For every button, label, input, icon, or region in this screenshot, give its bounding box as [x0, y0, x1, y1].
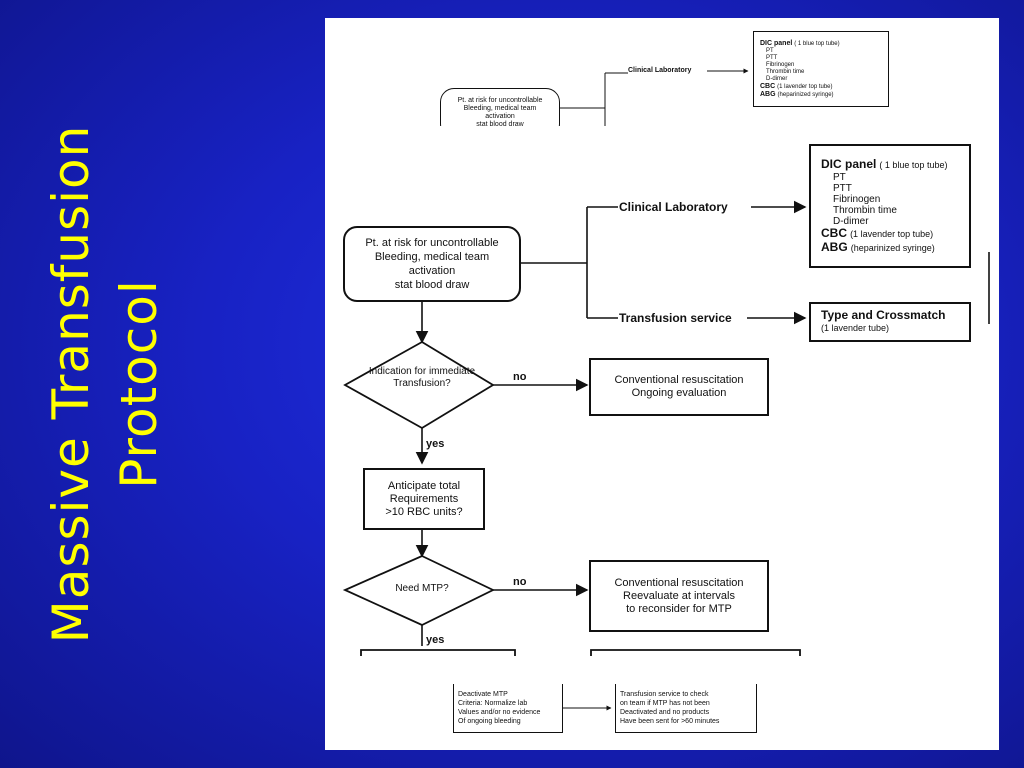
type-crossmatch-node: Type and Crossmatch (1 lavender tube) — [809, 302, 971, 342]
indication-no-label: no — [513, 371, 527, 383]
deactivate-line-4: Of ongoing bleeding — [458, 718, 521, 725]
transfusion-service-label: Transfusion service — [619, 311, 732, 325]
mini-start-line-2: Bleeding, medical team — [463, 105, 537, 112]
dic-heading: DIC panel — [821, 156, 877, 171]
mini-abg-heading: ABG — [760, 90, 776, 98]
conventional-reevaluate-node: Conventional resuscitation Reevaluate at… — [589, 560, 769, 632]
ts-check-line-2: on team if MTP has not been — [620, 700, 710, 707]
anticipate-line-2: Requirements — [389, 492, 459, 505]
ts-check-line-3: Deactivated and no products — [620, 709, 710, 716]
mini-dic-node: DIC panel ( 1 blue top tube) PT PTT Fibr… — [753, 31, 889, 107]
indication-yes-label: yes — [426, 438, 445, 450]
start-line-4: stat blood draw — [394, 279, 470, 291]
mini-dic-note: ( 1 blue top tube) — [794, 40, 840, 47]
dic-item-thrombin: Thrombin time — [833, 204, 897, 216]
mini-dic-item: Thrombin time — [766, 68, 805, 75]
abg-note: (heparinized syringe) — [850, 242, 935, 253]
type-cross-note: (1 lavender tube) — [821, 323, 890, 333]
partial-box-left — [360, 649, 516, 658]
mini-top-mask — [325, 126, 999, 138]
mini-cbc-note: (1 lavender top tube) — [777, 83, 833, 90]
mtp-yes-label: yes — [426, 634, 445, 646]
cbc-heading: CBC — [821, 225, 847, 240]
dic-item-ddimer: D-dimer — [833, 215, 869, 227]
start-line-1: Pt. at risk for uncontrollable — [365, 237, 499, 249]
anticipate-line-1: Anticipate total — [387, 479, 461, 492]
anticipate-line-3: >10 RBC units? — [385, 505, 463, 518]
anticipate-node: Anticipate total Requirements >10 RBC un… — [363, 468, 485, 530]
mini-cbc-heading: CBC — [760, 82, 776, 90]
start-line-3: activation — [408, 265, 456, 277]
title-line-2: Protocol — [110, 279, 168, 489]
indication-line-3: Transfusion? — [393, 378, 451, 389]
dic-panel-node: DIC panel ( 1 blue top tube) PT PTT Fibr… — [809, 144, 971, 268]
mini-dic-item: D-dimer — [766, 75, 788, 82]
cbc-note: (1 lavender top tube) — [850, 228, 934, 239]
mini-abg-note: (heparinized syringe) — [777, 91, 834, 98]
ts-check-node: Transfusion service to check on team if … — [615, 683, 757, 733]
indication-line-1: Indication for — [368, 366, 427, 377]
mini-dic-item: PT — [766, 47, 774, 54]
dic-note: ( 1 blue top tube) — [879, 159, 948, 170]
indication-text: Indication for immediate Transfusion? — [363, 366, 481, 390]
title-line-1: Massive Transfusion — [42, 124, 100, 644]
mtp-no-label: no — [513, 576, 527, 588]
conventional1-line-1: Conventional resuscitation — [614, 374, 744, 386]
dic-item-ptt: PTT — [833, 182, 852, 194]
conventional2-line-1: Conventional resuscitation — [614, 576, 744, 589]
mini-dic-item: PTT — [766, 54, 778, 61]
mini-start-line-4: stat blood draw — [476, 121, 524, 128]
deactivate-mtp-node: Deactivate MTP Criteria: Normalize lab V… — [453, 683, 563, 733]
dic-item-fibrinogen: Fibrinogen — [833, 193, 881, 205]
deactivate-line-1: Deactivate MTP — [458, 691, 508, 698]
need-mtp-text: Need MTP? — [395, 583, 449, 594]
slide-title: Massive Transfusion Protocol — [0, 0, 320, 768]
conventional-ongoing-node: Conventional resuscitation Ongoing evalu… — [589, 358, 769, 416]
type-cross-heading: Type and Crossmatch — [821, 308, 946, 322]
mini-start-line-3: activation — [485, 113, 515, 120]
mini-dic-heading: DIC panel — [760, 39, 793, 47]
ts-check-line-1: Transfusion service to check — [620, 691, 709, 698]
start-node: Pt. at risk for uncontrollable Bleeding,… — [343, 226, 521, 302]
mini-dic-item: Fibrinogen — [766, 61, 795, 68]
abg-heading: ABG — [821, 239, 848, 254]
deactivate-line-2: Criteria: Normalize lab — [458, 700, 528, 707]
deactivate-line-3: Values and/or no evidence — [458, 709, 541, 716]
conventional2-line-3: to reconsider for MTP — [626, 602, 732, 615]
clinical-lab-label: Clinical Laboratory — [619, 200, 728, 214]
indication-line-2: immediate — [428, 366, 476, 377]
partial-box-right — [590, 649, 801, 658]
conventional1-line-2: Ongoing evaluation — [631, 387, 727, 399]
flowchart-panel: Pt. at risk for uncontrollable Bleeding,… — [325, 18, 999, 750]
mini-start-line-1: Pt. at risk for uncontrollable — [457, 97, 543, 104]
start-line-2: Bleeding, medical team — [374, 251, 490, 263]
dic-item-pt: PT — [833, 171, 846, 183]
ts-check-line-4: Have been sent for >60 minutes — [620, 718, 720, 725]
bottom-mini-mask — [325, 678, 999, 684]
mini-clinical-lab-label: Clinical Laboratory — [628, 67, 692, 74]
conventional2-line-2: Reevaluate at intervals — [623, 589, 735, 602]
